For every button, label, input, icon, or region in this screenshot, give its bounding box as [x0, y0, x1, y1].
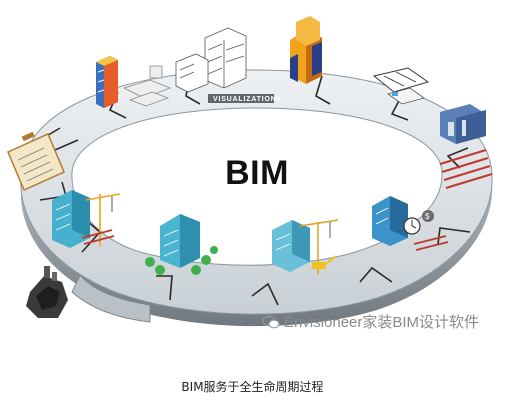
completed-building-icon [160, 214, 200, 268]
wechat-icon [262, 315, 280, 328]
sketch-building-icon [175, 27, 247, 93]
crane-icon [85, 193, 121, 246]
excavator-icon [312, 255, 337, 269]
clock-icon [403, 217, 421, 235]
orange-tower-icon [290, 16, 322, 84]
ring-label-text: VISUALIZATION [213, 96, 277, 103]
ring-arrow-tail [71, 274, 151, 323]
site-layout-sketch-icon [122, 65, 172, 107]
steel-beams-icon [439, 149, 493, 189]
steel-beams-left-icon [81, 229, 115, 245]
watermark-text: Envisioneer家装BIM设计软件 [284, 314, 480, 331]
image-caption: BIM服务于全生命周期过程 [181, 380, 324, 394]
renovation-building-icon [272, 220, 310, 272]
ring-label-band [208, 94, 274, 103]
clipboard-icon [7, 131, 65, 191]
money-icon: $ [422, 210, 434, 222]
steel-beams-right-icon [413, 235, 449, 251]
operation-building-icon [372, 196, 408, 246]
prefab-factory-icon [440, 104, 486, 144]
floor-plan-icon [372, 67, 430, 105]
trees-icon [145, 246, 218, 275]
center-title: BIM [225, 154, 289, 192]
watermark: Envisioneer家装BIM设计软件 [262, 311, 479, 332]
construction-building-icon [52, 190, 90, 248]
demolition-rubble-icon [26, 266, 68, 318]
tower-building-icon [96, 56, 118, 108]
svg-text:$: $ [425, 212, 430, 221]
